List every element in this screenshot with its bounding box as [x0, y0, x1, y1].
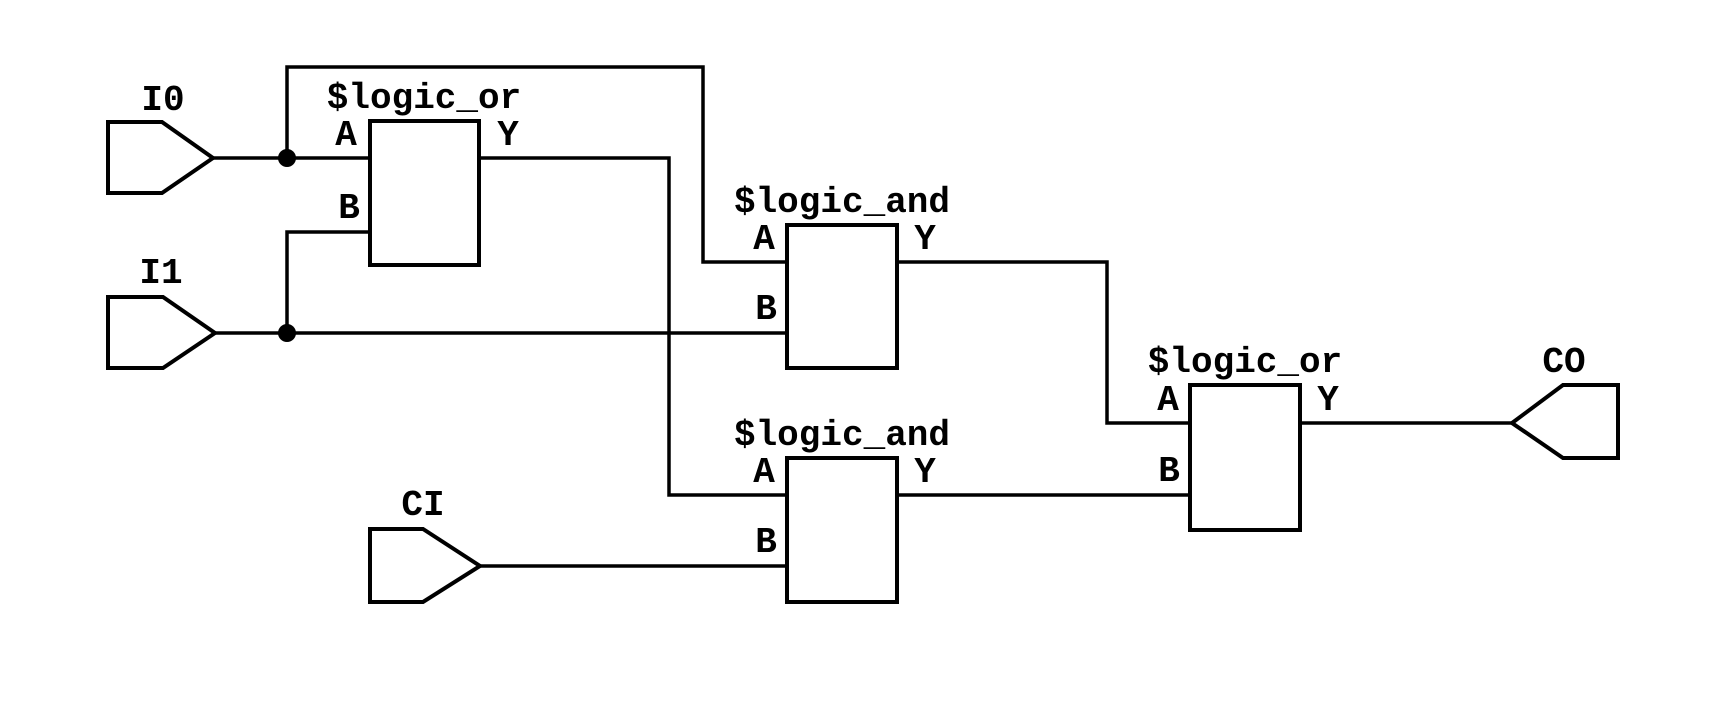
junction-dot-i0	[278, 149, 296, 167]
pin-label-or-right-a: A	[1157, 380, 1179, 421]
gate-boxes	[368, 119, 1302, 604]
wires	[213, 65, 1512, 568]
port-label-i1: I1	[139, 253, 182, 294]
input-port-i0	[106, 120, 217, 195]
gate-box-or-left	[368, 119, 481, 267]
junction-dot-i1	[278, 324, 296, 342]
pin-label-or-left-b: B	[338, 188, 360, 229]
gate-type-label-or-left: $logic_or	[327, 78, 521, 119]
input-port-ci	[368, 527, 484, 604]
port-label-co: CO	[1542, 342, 1585, 383]
gate-type-label-or-right: $logic_or	[1148, 342, 1342, 383]
gate-type-label-and-bottom: $logic_and	[734, 415, 950, 456]
pin-label-and-bottom-b: B	[755, 522, 777, 563]
input-port-i1	[106, 295, 219, 370]
port-label-i0: I0	[141, 80, 184, 121]
gate-box-and-bottom	[785, 456, 899, 604]
port-label-ci: CI	[401, 485, 444, 526]
pin-label-and-top-y: Y	[914, 219, 936, 260]
wire-and-top-y-to-or-right-a	[897, 260, 1190, 425]
wire-i0-to-and-top-a	[285, 65, 787, 264]
pin-label-and-top-b: B	[755, 289, 777, 330]
pin-label-or-left-y: Y	[497, 115, 519, 156]
io-ports	[106, 120, 1620, 604]
pin-label-or-right-y: Y	[1317, 380, 1339, 421]
gate-box-and-top	[785, 223, 899, 370]
gate-type-label-and-top: $logic_and	[734, 182, 950, 223]
wire-or-left-y-to-and-bottom-a	[479, 156, 787, 497]
output-port-co	[1508, 383, 1620, 460]
labels: I0 I1 CI CO $logic_or A B Y $logic_and A…	[139, 78, 1585, 563]
pin-label-or-right-b: B	[1158, 451, 1180, 492]
pin-label-and-bottom-a: A	[753, 452, 775, 493]
wire-i1-to-or-left-b	[285, 230, 370, 333]
pin-label-or-left-a: A	[335, 115, 357, 156]
pin-label-and-bottom-y: Y	[914, 452, 936, 493]
pin-label-and-top-a: A	[753, 219, 775, 260]
gate-box-or-right	[1188, 383, 1302, 532]
